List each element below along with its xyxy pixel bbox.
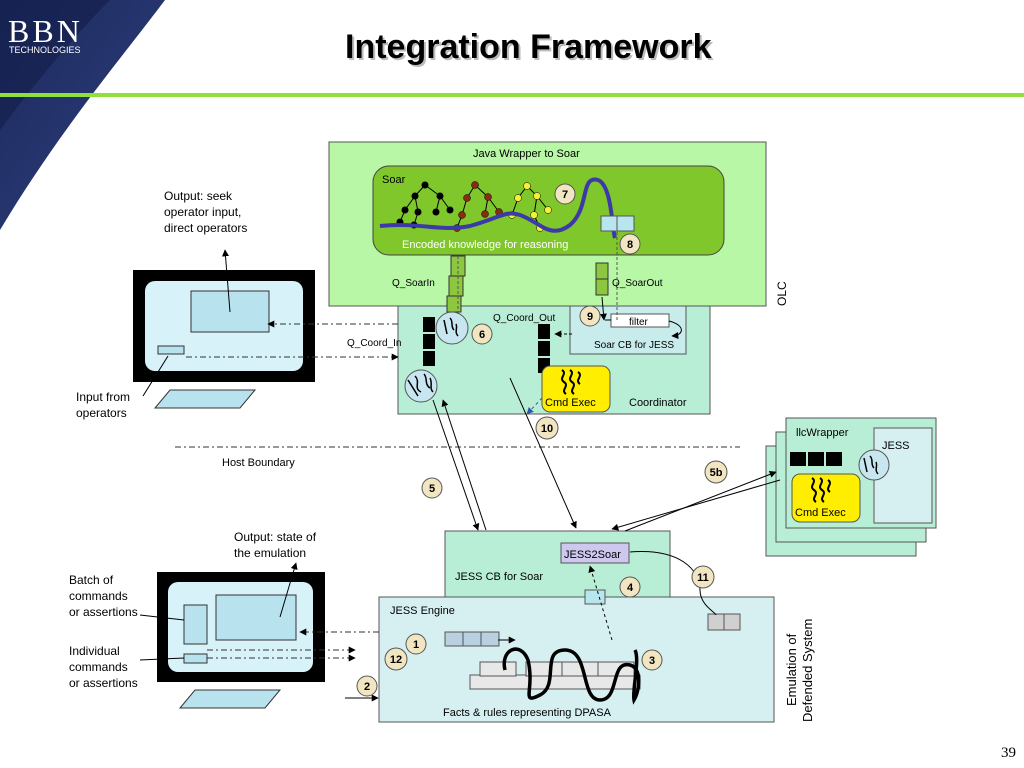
step-6-marker bbox=[471, 323, 493, 345]
step-2-label: 2 bbox=[364, 681, 370, 693]
step-7-marker bbox=[554, 183, 576, 205]
soar-knowledge-trees bbox=[396, 181, 552, 232]
slide-title: Integration Framework bbox=[345, 28, 712, 66]
step-4-label: 4 bbox=[627, 582, 634, 594]
operator-monitor-top bbox=[133, 270, 315, 409]
logo-bbn: BBN bbox=[8, 13, 83, 49]
q-coord-in-label: Q_Coord_In bbox=[347, 338, 401, 349]
title-underline bbox=[0, 93, 1024, 97]
step-9-marker bbox=[579, 305, 601, 327]
step-8-label: 8 bbox=[627, 239, 633, 251]
step-5-label: 5 bbox=[429, 483, 435, 495]
olc-label: OLC bbox=[775, 281, 789, 306]
page-number: 39 bbox=[1001, 745, 1016, 761]
coordinator-soar-circle bbox=[404, 369, 438, 403]
output-state-line1: Output: state of bbox=[234, 530, 317, 544]
step-4-marker bbox=[619, 576, 641, 598]
jess-engine-label: JESS Engine bbox=[390, 605, 455, 617]
step-10-marker bbox=[535, 416, 559, 440]
left-swoosh-band bbox=[0, 0, 110, 130]
step-7-label: 7 bbox=[562, 189, 568, 201]
jess2soar-box bbox=[560, 542, 630, 564]
indiv-line2: commands bbox=[69, 660, 128, 674]
step-3-marker bbox=[641, 649, 663, 671]
q-soarout-label: Q_SoarOut bbox=[612, 278, 663, 289]
input-from-line2: operators bbox=[76, 406, 127, 420]
step-12-marker bbox=[384, 647, 408, 671]
step-5-marker bbox=[421, 477, 443, 499]
llc-wrapper-label: llcWrapper bbox=[796, 427, 849, 439]
operator-monitor-bottom bbox=[157, 572, 325, 709]
jess-cb-soar-label: JESS CB for Soar bbox=[455, 571, 543, 583]
input-from-line1: Input from bbox=[76, 390, 130, 404]
step-12-label: 12 bbox=[390, 654, 402, 666]
jess2soar-label: JESS2Soar bbox=[564, 549, 621, 561]
llc-cmd-exec-box bbox=[791, 473, 861, 523]
output-seek-line3: direct operators bbox=[164, 221, 247, 235]
facts-rules-label: Facts & rules representing DPASA bbox=[443, 707, 612, 719]
step-markers bbox=[356, 183, 728, 697]
llc-queue bbox=[790, 452, 842, 466]
step-11-marker bbox=[691, 565, 715, 589]
llc-jess-label: JESS bbox=[882, 440, 910, 452]
q-coord-in-queue bbox=[423, 317, 435, 366]
cmd-exec-label: Cmd Exec bbox=[545, 397, 596, 409]
step-2-marker bbox=[356, 675, 378, 697]
output-seek-line1: Output: seek bbox=[164, 189, 233, 203]
host-boundary-label: Host Boundary bbox=[222, 457, 295, 469]
coordinator-label: Coordinator bbox=[629, 397, 687, 409]
encoded-knowledge-label: Encoded knowledge for reasoning bbox=[402, 239, 568, 251]
soar-reasoning-path bbox=[379, 177, 617, 239]
indiv-line3: or assertions bbox=[69, 676, 138, 690]
step-9-label: 9 bbox=[587, 311, 593, 323]
emulation-label-1: Emulation of bbox=[784, 633, 799, 706]
step-8-marker bbox=[619, 233, 641, 255]
step-11-label: 11 bbox=[697, 572, 709, 584]
batch-line3: or assertions bbox=[69, 605, 138, 619]
java-wrapper-label: Java Wrapper to Soar bbox=[473, 148, 580, 160]
soar-label: Soar bbox=[382, 174, 406, 186]
output-seek-line2: operator input, bbox=[164, 205, 241, 219]
emulation-label-2: Defended System bbox=[800, 619, 815, 722]
logo-technologies: TECHNOLOGIES bbox=[9, 45, 81, 55]
output-state-line2: the emulation bbox=[234, 546, 306, 560]
filter-label: filter bbox=[629, 317, 649, 328]
llc-jess-circle bbox=[858, 449, 890, 481]
soar-cb-jess-label: Soar CB for JESS bbox=[594, 340, 674, 351]
q-soarout-queue bbox=[595, 262, 609, 296]
facts-rules-path bbox=[502, 647, 641, 705]
step-1-marker bbox=[405, 633, 427, 655]
q-coord-out-queue bbox=[538, 324, 550, 373]
step-5b-marker bbox=[704, 460, 728, 484]
step-10-label: 10 bbox=[541, 423, 553, 435]
step-5b-label: 5b bbox=[710, 467, 723, 479]
step-3-label: 3 bbox=[649, 655, 655, 667]
indiv-line1: Individual bbox=[69, 644, 120, 658]
q-soarin-label: Q_SoarIn bbox=[392, 278, 435, 289]
step-1-label: 1 bbox=[413, 639, 419, 651]
jess-input-queue bbox=[444, 631, 500, 647]
batch-line2: commands bbox=[69, 589, 128, 603]
batch-line1: Batch of bbox=[69, 573, 114, 587]
step-6-label: 6 bbox=[479, 329, 485, 341]
jess-output-queue bbox=[707, 613, 741, 631]
q-coord-out-label: Q_Coord_Out bbox=[493, 313, 555, 324]
jess-cb-buffer bbox=[584, 589, 606, 605]
llc-cmd-exec-label: Cmd Exec bbox=[795, 507, 846, 519]
cmd-exec-box bbox=[541, 365, 611, 413]
